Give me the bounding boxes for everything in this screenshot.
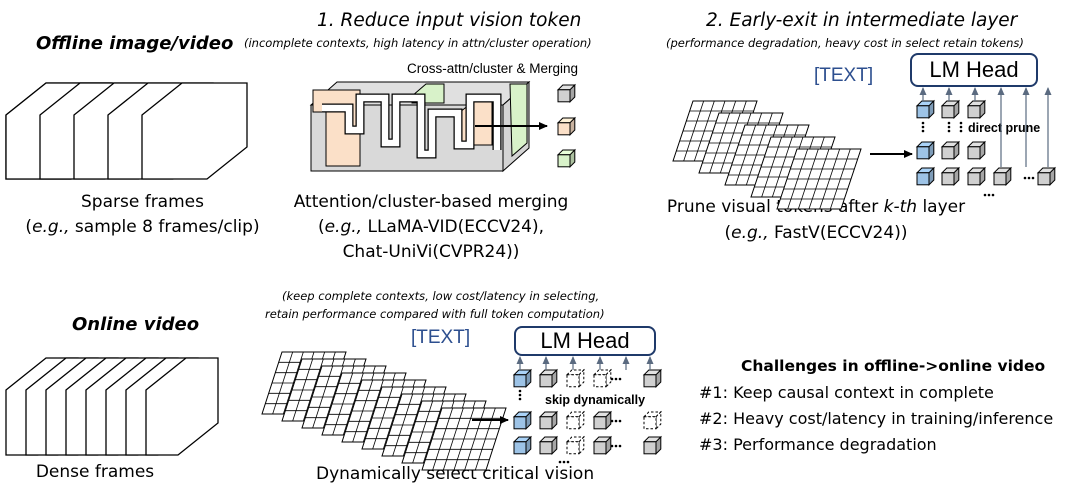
challenge-item-3: #3: Performance degradation: [699, 435, 937, 454]
method1-caption-rest: LLaMA-VID(ECCV24),: [362, 217, 545, 237]
method2-caption-suffix: layer: [917, 197, 966, 217]
fastv-grid-frames: [672, 100, 862, 210]
challenges-title: Challenges in offline->online video: [741, 357, 1046, 375]
fastv-cube-gray: [992, 166, 1013, 187]
fastv-token-stacks: [870, 87, 1057, 197]
online-text-token: [TEXT]: [411, 327, 471, 348]
online-cube-blue: [512, 368, 533, 389]
online-cube-gray: [592, 435, 613, 456]
online-grid-frame: [421, 407, 507, 471]
fastv-cube-gray: [966, 99, 987, 120]
sparse-frames: [5, 82, 248, 180]
online-cube-skipped: [642, 410, 663, 431]
method1-caption-line3: Chat-UniVi(CVPR24)): [342, 242, 520, 262]
fastv-cube-gray: [940, 140, 961, 161]
merged-cube-gray: [556, 83, 577, 104]
method1-subtitle: (incomplete contexts, high latency in at…: [244, 36, 592, 50]
dense-frame: [145, 357, 219, 456]
dense-frames: [5, 357, 219, 456]
method2-title: 2. Early-exit in intermediate layer: [706, 10, 1018, 31]
online-cube-gray: [538, 410, 559, 431]
method1-title: 1. Reduce input vision token: [317, 10, 582, 31]
fastv-cube-gray: [940, 166, 961, 187]
fastv-cube-gray: [966, 140, 987, 161]
challenge-item-1: #1: Keep causal context in complete: [699, 383, 994, 402]
online-cube-blue: [512, 410, 533, 431]
method1-caption-line1: Attention/cluster-based merging: [293, 192, 569, 212]
method2-lm-head: LM Head: [910, 53, 1038, 87]
online-token-stacks: [472, 356, 663, 464]
online-cube-skipped: [565, 410, 586, 431]
dense-caption: Dense frames: [35, 462, 155, 482]
online-cube-gray: [538, 368, 559, 389]
method1-caption-line2: (e.g., LLaMA-VID(ECCV24),: [317, 217, 545, 237]
online-cube-gray: [642, 368, 663, 389]
method1-eg: e.g.,: [324, 217, 363, 237]
online-row-dots: [610, 419, 622, 423]
online-grid-frames: [261, 351, 507, 471]
method1-diagram-label: Cross-attn/cluster & Merging: [407, 61, 579, 76]
method2-caption-rest: FastV(ECCV24)): [768, 223, 908, 243]
online-cube-blue: [512, 435, 533, 456]
fastv-cube-gray: [966, 166, 987, 187]
method2-caption-line2: (e.g., FastV(ECCV24)): [724, 223, 908, 243]
online-heading: Online video: [72, 314, 200, 335]
online-cube-gray: [538, 435, 559, 456]
online-row-dots: [610, 377, 622, 381]
method2-eg: e.g.,: [731, 223, 769, 243]
method2-kth: k-th: [883, 197, 918, 217]
sparse-caption-line1: Sparse frames: [81, 192, 204, 212]
method2-text-token: [TEXT]: [814, 65, 874, 86]
online-bottom-dots: [558, 460, 570, 464]
fastv-grid-frame: [776, 148, 862, 210]
fastv-col-dots: [947, 121, 951, 133]
online-row-dots: [610, 444, 622, 448]
sparse-caption-line2: (e.g., sample 8 frames/clip): [25, 217, 260, 237]
online-subtitle-line1: (keep complete contexts, low cost/latenc…: [282, 289, 600, 303]
challenge-item-2: #2: Heavy cost/latency in training/infer…: [699, 409, 1054, 428]
online-cube-skipped: [565, 368, 586, 389]
fastv-col-dots: [921, 121, 925, 133]
online-subtitle-line2: retain performance compared with full to…: [265, 307, 605, 321]
fastv-bottom-dots: [983, 193, 995, 197]
merged-cube-orange: [556, 116, 577, 137]
merged-token-cubes: [556, 83, 577, 169]
skip-dynamically-label: skip dynamically: [545, 393, 646, 407]
online-lm-head: LM Head: [514, 326, 656, 356]
method2-subtitle: (performance degradation, heavy cost in …: [666, 36, 1024, 50]
fastv-col-dots: [959, 121, 963, 133]
online-cube-skipped: [592, 368, 613, 389]
fastv-cube-gray: [940, 99, 961, 120]
online-cube-skipped: [565, 435, 586, 456]
sparse-eg: e.g.,: [32, 217, 70, 237]
sparse-caption-rest: sample 8 frames/clip): [69, 217, 260, 237]
online-bottom-caption: Dynamically select critical vision: [316, 464, 595, 484]
online-col-dots: [518, 389, 522, 401]
direct-prune-label: direct prune: [968, 121, 1041, 135]
fastv-row-dots: [1023, 176, 1035, 180]
fastv-cube-blue: [915, 99, 936, 120]
fastv-cube-blue: [915, 140, 936, 161]
fastv-cube-blue: [915, 166, 936, 187]
fastv-cube-gray: [1036, 166, 1057, 187]
online-cube-gray: [592, 410, 613, 431]
merging-diagram: [309, 80, 548, 173]
merged-cube-green: [556, 148, 577, 169]
offline-heading: Offline image/video: [36, 33, 234, 54]
online-cube-gray: [642, 435, 663, 456]
